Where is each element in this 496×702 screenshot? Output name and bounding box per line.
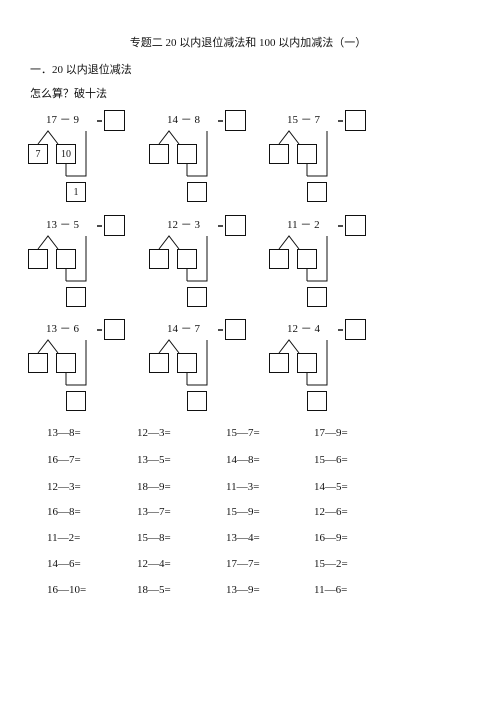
split-left-box[interactable]: 7 — [28, 144, 48, 164]
drill-item: 13—9= — [226, 584, 260, 596]
split-right-box[interactable] — [177, 144, 197, 164]
decomposition-problem-8: 14 － 7 — [149, 319, 259, 414]
drill-item: 12—3= — [137, 427, 171, 439]
answer-box[interactable] — [345, 215, 366, 236]
decomposition-problem-6: 11 － 2 — [269, 215, 379, 310]
split-right-box[interactable]: 10 — [56, 144, 76, 164]
problem-expression: 15 － 7 — [287, 114, 320, 126]
drill-item: 16—9= — [314, 532, 348, 544]
intermediate-result-box[interactable] — [307, 182, 327, 202]
problem-expression: 12 － 4 — [287, 323, 320, 335]
drill-item: 17—7= — [226, 558, 260, 570]
decomposition-problem-3: 15 － 7 — [269, 110, 379, 205]
drill-item: 14—6= — [47, 558, 81, 570]
split-left-box[interactable] — [28, 249, 48, 269]
problem-expression: 14 － 7 — [167, 323, 200, 335]
decomposition-problem-5: 12 － 3 — [149, 215, 259, 310]
decomposition-lines — [158, 225, 223, 282]
split-left-box[interactable] — [149, 249, 169, 269]
drill-item: 15—7= — [226, 427, 260, 439]
intermediate-result-box[interactable]: 1 — [66, 182, 86, 202]
split-left-box[interactable] — [28, 353, 48, 373]
drill-item: 12—3= — [47, 481, 81, 493]
page-title: 专题二 20 以内退位减法和 100 以内加减法（一） — [129, 37, 367, 49]
intermediate-result-box[interactable] — [187, 182, 207, 202]
split-right-box[interactable] — [56, 249, 76, 269]
split-right-box[interactable] — [297, 353, 317, 373]
drill-item: 17—9= — [314, 427, 348, 439]
split-left-box[interactable] — [149, 144, 169, 164]
intermediate-result-box[interactable] — [66, 391, 86, 411]
answer-box[interactable] — [104, 110, 125, 131]
drill-item: 13—8= — [47, 427, 81, 439]
problem-expression: 13 － 6 — [46, 323, 79, 335]
intermediate-result-box[interactable] — [66, 287, 86, 307]
split-left-box[interactable] — [269, 144, 289, 164]
intermediate-result-box[interactable] — [187, 391, 207, 411]
split-right-box[interactable] — [177, 249, 197, 269]
drill-item: 13—4= — [226, 532, 260, 544]
problem-expression: 13 － 5 — [46, 219, 79, 231]
drill-item: 11—3= — [226, 481, 260, 493]
drill-item: 11—6= — [314, 584, 348, 596]
drill-item: 13—5= — [137, 454, 171, 466]
split-left-box[interactable] — [269, 249, 289, 269]
drill-item: 16—7= — [47, 454, 81, 466]
split-right-box[interactable] — [297, 249, 317, 269]
drill-item: 11—2= — [47, 532, 81, 544]
answer-box[interactable] — [225, 110, 246, 131]
intermediate-result-box[interactable] — [307, 287, 327, 307]
decomposition-problem-7: 13 － 6 — [28, 319, 138, 414]
split-right-box[interactable] — [56, 353, 76, 373]
drill-item: 14—8= — [226, 454, 260, 466]
drill-item: 15—6= — [314, 454, 348, 466]
drill-item: 15—9= — [226, 506, 260, 518]
drill-item: 18—9= — [137, 481, 171, 493]
split-left-box[interactable] — [269, 353, 289, 373]
decomposition-problem-9: 12 － 4 — [269, 319, 379, 414]
drill-item: 16—10= — [47, 584, 87, 596]
split-right-box[interactable] — [297, 144, 317, 164]
drill-item: 12—6= — [314, 506, 348, 518]
answer-box[interactable] — [225, 215, 246, 236]
problem-expression: 11 － 2 — [287, 219, 320, 231]
section-heading: 一．20 以内退位减法 — [30, 64, 132, 76]
answer-box[interactable] — [345, 319, 366, 340]
decomposition-problem-1: 17 － 9 7 10 1 — [28, 110, 138, 205]
method-subtitle: 怎么算？破十法 — [30, 88, 107, 100]
answer-box[interactable] — [104, 215, 125, 236]
problem-expression: 12 － 3 — [167, 219, 200, 231]
drill-item: 18—5= — [137, 584, 171, 596]
drill-item: 16—8= — [47, 506, 81, 518]
decomposition-problem-4: 13 － 5 — [28, 215, 138, 310]
split-left-box[interactable] — [149, 353, 169, 373]
split-right-box[interactable] — [177, 353, 197, 373]
intermediate-result-box[interactable] — [307, 391, 327, 411]
problem-expression: 17 － 9 — [46, 114, 79, 126]
problem-expression: 14 － 8 — [167, 114, 200, 126]
answer-box[interactable] — [225, 319, 246, 340]
drill-item: 13—7= — [137, 506, 171, 518]
drill-item: 15—8= — [137, 532, 171, 544]
drill-item: 12—4= — [137, 558, 171, 570]
intermediate-result-box[interactable] — [187, 287, 207, 307]
decomposition-problem-2: 14 － 8 — [149, 110, 259, 205]
answer-box[interactable] — [345, 110, 366, 131]
drill-item: 15—2= — [314, 558, 348, 570]
answer-box[interactable] — [104, 319, 125, 340]
drill-item: 14—5= — [314, 481, 348, 493]
